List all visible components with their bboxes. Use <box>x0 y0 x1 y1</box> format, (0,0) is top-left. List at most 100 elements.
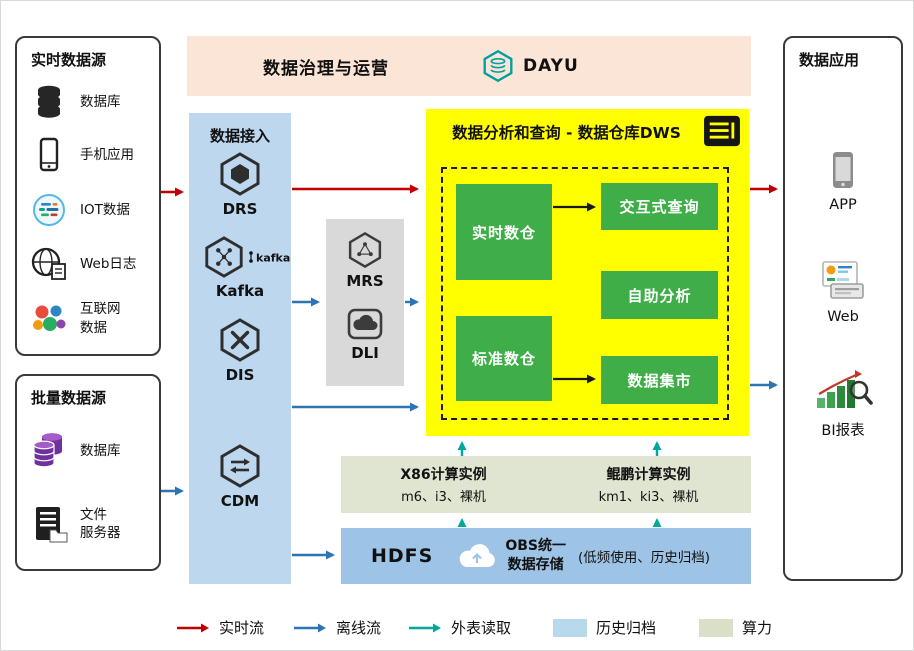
kafka-hexagon-icon <box>205 236 243 278</box>
list-item: Web日志 <box>27 246 155 282</box>
batch-sources-panel: 批量数据源 数据库 <box>15 374 161 571</box>
service-mrs: MRS <box>326 231 404 290</box>
service-label: DLI <box>351 344 379 362</box>
processing-panel: MRS DLI <box>326 219 404 386</box>
source-label: 手机应用 <box>80 147 134 164</box>
service-label: DRS <box>222 200 258 218</box>
legend-history-archive: 历史归档 <box>553 617 656 638</box>
block-realtime-warehouse: 实时数仓 <box>456 184 552 280</box>
dli-cloud-icon <box>347 308 383 340</box>
batch-sources-title: 批量数据源 <box>31 389 107 407</box>
data-applications-panel: 数据应用 APP Web <box>783 36 903 581</box>
compute-instances-panel: X86计算实例 m6、i3、裸机 鲲鹏计算实例 km1、ki3、裸机 <box>341 456 751 513</box>
legend-label: 外表读取 <box>451 619 512 637</box>
block-interactive-query: 交互式查询 <box>601 183 718 230</box>
legend-label: 离线流 <box>336 619 382 637</box>
kafka-logo: kafka <box>249 251 290 265</box>
data-applications-title: 数据应用 <box>799 51 860 69</box>
application-label: BI报表 <box>821 423 865 439</box>
storage-panel: HDFS OBS统一 数据存储 (低频使用、历史归档) <box>341 528 751 584</box>
storage-note: (低频使用、历史归档) <box>578 550 711 566</box>
dayu-logo: DAYU <box>481 49 579 83</box>
internet-data-icon <box>27 302 71 336</box>
app-phone-icon <box>833 152 853 188</box>
cdm-hexagon-icon <box>220 444 260 488</box>
iot-icon <box>27 192 71 228</box>
source-label: 数据库 <box>80 94 121 111</box>
data-ingestion-panel: 数据接入 DRS <box>189 113 291 584</box>
block-data-mart: 数据集市 <box>601 356 718 404</box>
kunpeng-compute-detail: km1、ki3、裸机 <box>598 490 699 505</box>
service-label: Kafka <box>215 282 265 300</box>
list-item: 数据库 <box>27 85 155 119</box>
bi-report-icon <box>817 370 873 408</box>
drs-hexagon-icon <box>220 152 260 196</box>
hdfs-label: HDFS <box>371 545 434 567</box>
list-item: 手机应用 <box>27 137 155 173</box>
legend-realtime-flow: 实时流 <box>176 617 264 638</box>
service-label: MRS <box>346 272 384 290</box>
database-icon <box>27 85 71 119</box>
service-label: DIS <box>225 366 255 384</box>
legend-compute-swatch <box>699 618 733 637</box>
list-item: Web <box>785 258 901 325</box>
legend-label: 实时流 <box>219 619 265 637</box>
source-label: 文件 服务器 <box>80 507 121 542</box>
dws-icon <box>704 115 740 147</box>
obs-label: OBS统一 数据存储 <box>505 538 566 573</box>
service-drs: DRS <box>189 151 291 218</box>
obs-cloud-icon <box>453 540 501 572</box>
list-item: 互联网 数据 <box>27 300 155 336</box>
service-label: CDM <box>220 492 260 510</box>
mobile-icon <box>27 137 71 173</box>
legend-external-read: 外表读取 <box>408 617 511 638</box>
block-standard-warehouse: 标准数仓 <box>456 316 552 401</box>
x86-compute-title: X86计算实例 <box>400 467 487 483</box>
dws-inner-boundary <box>441 167 729 420</box>
source-label: 互联网 数据 <box>80 301 121 336</box>
dws-panel: 数据分析和查询 - 数据仓库DWS 实时数仓 标准数仓 交互式查询 自助分析 数… <box>426 109 749 436</box>
file-server-icon <box>27 504 71 544</box>
legend-blue-arrow-icon <box>294 623 326 632</box>
realtime-sources-panel: 实时数据源 数据库 <box>15 36 161 356</box>
application-label: APP <box>829 197 857 213</box>
list-item: APP <box>785 150 901 213</box>
kunpeng-compute: 鲲鹏计算实例 km1、ki3、裸机 <box>546 456 751 513</box>
governance-banner: 数据治理与运营 DAYU <box>187 36 751 96</box>
dayu-logo-text: DAYU <box>523 56 579 76</box>
realtime-sources-title: 实时数据源 <box>31 51 107 69</box>
legend-archive-swatch <box>553 618 587 637</box>
service-dli: DLI <box>326 307 404 362</box>
legend-red-arrow-icon <box>177 623 209 632</box>
service-kafka: kafka Kafka <box>189 235 291 300</box>
governance-title: 数据治理与运营 <box>263 58 389 79</box>
list-item: BI报表 <box>785 368 901 440</box>
dayu-logo-icon <box>483 49 513 83</box>
source-label: IOT数据 <box>80 201 130 218</box>
source-label: Web日志 <box>80 255 137 272</box>
legend-offline-flow: 离线流 <box>293 617 381 638</box>
web-log-icon <box>27 246 71 282</box>
kunpeng-compute-title: 鲲鹏计算实例 <box>606 467 691 483</box>
data-ingestion-title: 数据接入 <box>209 127 270 145</box>
application-label: Web <box>827 309 859 325</box>
dws-title: 数据分析和查询 - 数据仓库DWS <box>452 124 681 142</box>
x86-compute-detail: m6、i3、裸机 <box>401 490 486 505</box>
x86-compute: X86计算实例 m6、i3、裸机 <box>341 456 546 513</box>
service-cdm: CDM <box>189 443 291 510</box>
database-purple-icon <box>27 431 71 471</box>
legend-teal-arrow-icon <box>409 623 441 632</box>
mrs-hexagon-icon <box>348 232 382 268</box>
list-item: IOT数据 <box>27 192 155 228</box>
list-item: 数据库 <box>27 431 155 471</box>
legend-compute-power: 算力 <box>699 617 772 638</box>
block-self-service-analysis: 自助分析 <box>601 271 718 319</box>
list-item: 文件 服务器 <box>27 504 155 544</box>
web-browser-icon <box>822 261 864 299</box>
kafka-logo-text: kafka <box>256 252 290 265</box>
legend-label: 历史归档 <box>596 619 657 637</box>
service-dis: DIS <box>189 317 291 384</box>
dis-hexagon-icon <box>220 318 260 362</box>
source-label: 数据库 <box>80 442 121 459</box>
